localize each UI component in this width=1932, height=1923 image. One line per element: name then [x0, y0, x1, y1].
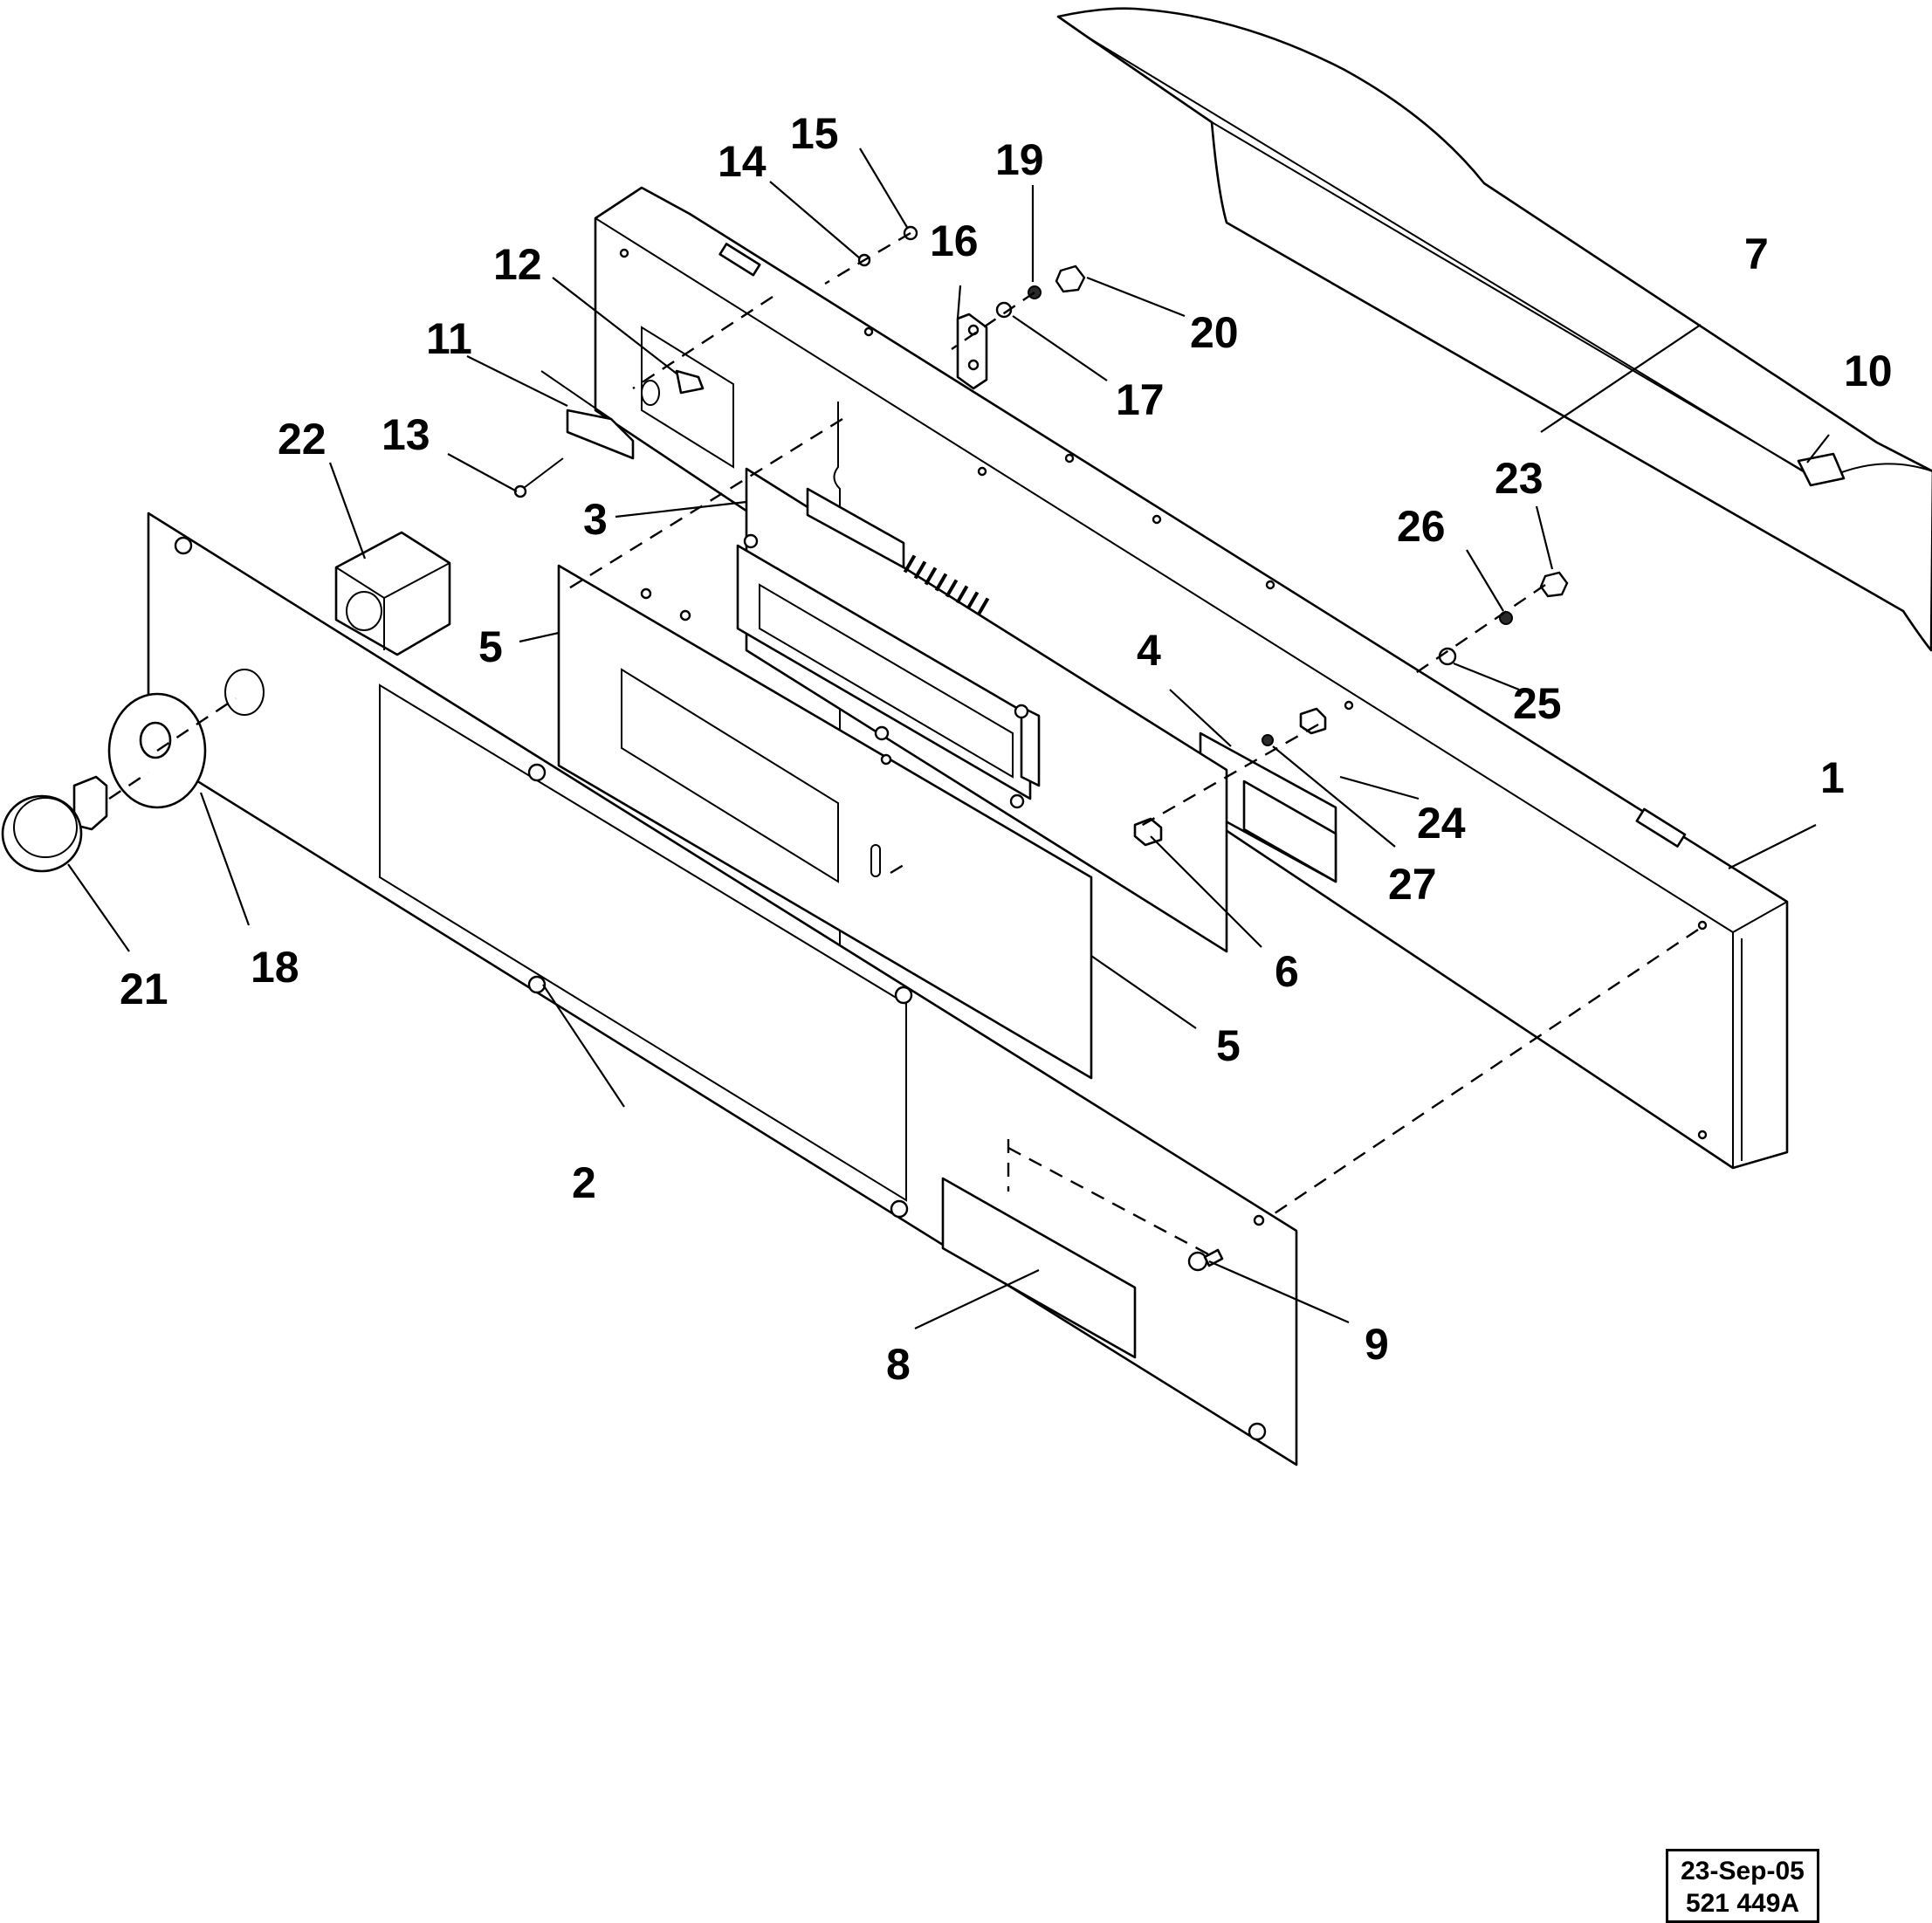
callout-5b: 5	[1216, 1021, 1241, 1070]
part-12-standoff	[641, 369, 705, 406]
callout-20: 20	[1190, 308, 1239, 357]
callout-8: 8	[886, 1340, 911, 1389]
callout-7: 7	[1744, 230, 1769, 278]
callout-24: 24	[1417, 799, 1466, 848]
callout-15: 15	[790, 109, 839, 158]
part-1-housing	[594, 186, 1789, 1240]
part-10-strip	[1797, 452, 1846, 487]
part-4-bracket	[1199, 731, 1337, 883]
part-11-switch	[540, 370, 635, 460]
leader-lines	[67, 148, 1830, 1329]
callout-23: 23	[1495, 454, 1544, 503]
part-22-block	[334, 531, 451, 656]
part-27-washer	[1262, 734, 1274, 746]
heat-sink-fins	[903, 554, 990, 616]
callout-12: 12	[493, 240, 542, 289]
callout-11: 11	[426, 314, 472, 363]
part-3-display-board	[736, 467, 1228, 953]
stamp-date: 23-Sep-05	[1681, 1857, 1805, 1885]
assembly-lines	[108, 231, 1699, 1259]
part-24-standoff	[1299, 707, 1327, 735]
callout-5a: 5	[478, 622, 503, 671]
callout-22: 22	[278, 415, 327, 464]
part-16-clip	[956, 312, 988, 390]
stamp-drawing-number: 521 449A	[1685, 1889, 1800, 1918]
part-6-standoff	[1133, 817, 1163, 847]
callout-16: 16	[930, 216, 979, 265]
callout-1: 1	[1820, 753, 1845, 802]
callout-18: 18	[251, 943, 299, 992]
callout-9: 9	[1365, 1320, 1389, 1369]
part-20-nut	[1055, 264, 1086, 293]
callout-2: 2	[572, 1158, 596, 1207]
callout-4: 4	[1137, 626, 1161, 675]
callout-6: 6	[1275, 947, 1299, 996]
callout-13: 13	[382, 410, 430, 459]
callout-14: 14	[718, 137, 767, 186]
callout-labels: 1 2 3 4 5 5 6 7 8 9 10 11 12 13 14 15 16…	[120, 109, 1893, 1389]
part-2-front-panel	[147, 512, 1298, 1466]
callout-26: 26	[1397, 502, 1446, 551]
callout-17: 17	[1116, 375, 1165, 424]
part-17-washer	[995, 301, 1013, 319]
callout-21: 21	[120, 965, 168, 1013]
callout-3: 3	[583, 495, 608, 544]
part-21-knob	[1, 775, 108, 873]
callout-10: 10	[1844, 347, 1893, 395]
part-13-screw	[513, 457, 564, 498]
callout-25: 25	[1513, 679, 1562, 728]
callout-27: 27	[1388, 860, 1437, 909]
drawing-id-stamp: 23-Sep-05 521 449A	[1666, 1849, 1819, 1923]
part-5-window-bezel	[557, 564, 1093, 1080]
callout-19: 19	[995, 135, 1044, 184]
